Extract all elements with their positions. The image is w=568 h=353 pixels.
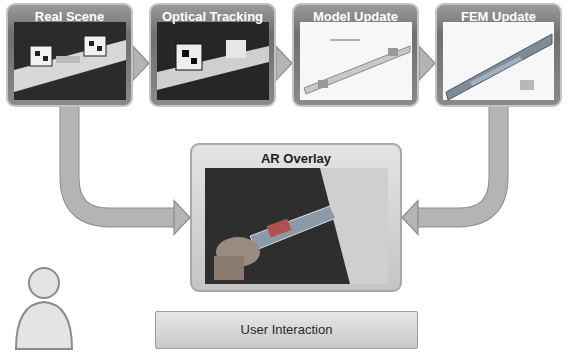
arrow-shaft: [418, 107, 499, 218]
node-label: AR Overlay: [192, 145, 400, 166]
arrow-head: [276, 46, 292, 80]
optical-tracking-photo: [157, 22, 269, 100]
real-scene-photo: [14, 22, 126, 100]
node-label: Model Update: [294, 5, 417, 24]
model-update-render: [300, 22, 412, 100]
arrow-head: [174, 201, 190, 235]
flow-arrow: [276, 46, 292, 80]
arrow-shaft: [70, 107, 175, 218]
arrow-shaft: [418, 107, 499, 218]
flow-arrow: [70, 107, 191, 235]
interaction-bar: User Interaction: [155, 311, 418, 349]
person-icon: [16, 268, 72, 349]
arrow-head: [402, 201, 418, 235]
node-label: Optical Tracking: [151, 5, 274, 24]
fem-update-render: [443, 22, 554, 100]
ar-overlay-photo: [205, 168, 388, 284]
arrow-head: [133, 46, 149, 80]
node-label: User Interaction: [156, 312, 417, 348]
node-label: Real Scene: [8, 5, 131, 24]
arrow-head: [419, 46, 435, 80]
flow-arrow: [402, 107, 499, 235]
arrow-shaft: [70, 107, 175, 218]
flow-arrow: [133, 46, 149, 80]
node-label: FEM Update: [437, 5, 560, 24]
flow-arrow: [419, 46, 435, 80]
